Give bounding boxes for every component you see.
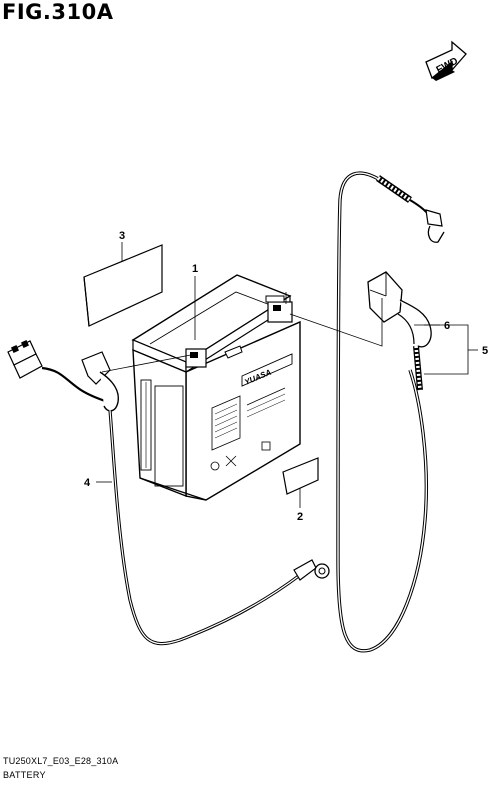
battery-pad-part-3: [83, 244, 163, 327]
figure-title: FIG.310A: [2, 0, 114, 24]
leader-lines: [96, 242, 478, 508]
battery-part-1: YUASA: [131, 274, 301, 501]
terminal-cap-part-6: [367, 271, 432, 391]
negative-lead-part-4: [7, 340, 330, 646]
forward-arrow-icon: FWD: [425, 40, 467, 81]
callout-1: 1: [192, 263, 198, 275]
negative-terminal: [185, 348, 207, 368]
callout-6: 6: [444, 320, 450, 332]
positive-terminal: [265, 295, 293, 323]
callout-3: 3: [119, 230, 125, 242]
callout-4: 4: [84, 477, 91, 489]
figure-caption: BATTERY: [3, 770, 46, 780]
positive-lead-part-5: [336, 171, 445, 653]
figure-code: TU250XL7_E03_E28_310A: [3, 756, 119, 766]
battery-pad-part-2: [282, 457, 319, 495]
callout-5: 5: [482, 345, 488, 357]
callout-2: 2: [297, 511, 303, 523]
